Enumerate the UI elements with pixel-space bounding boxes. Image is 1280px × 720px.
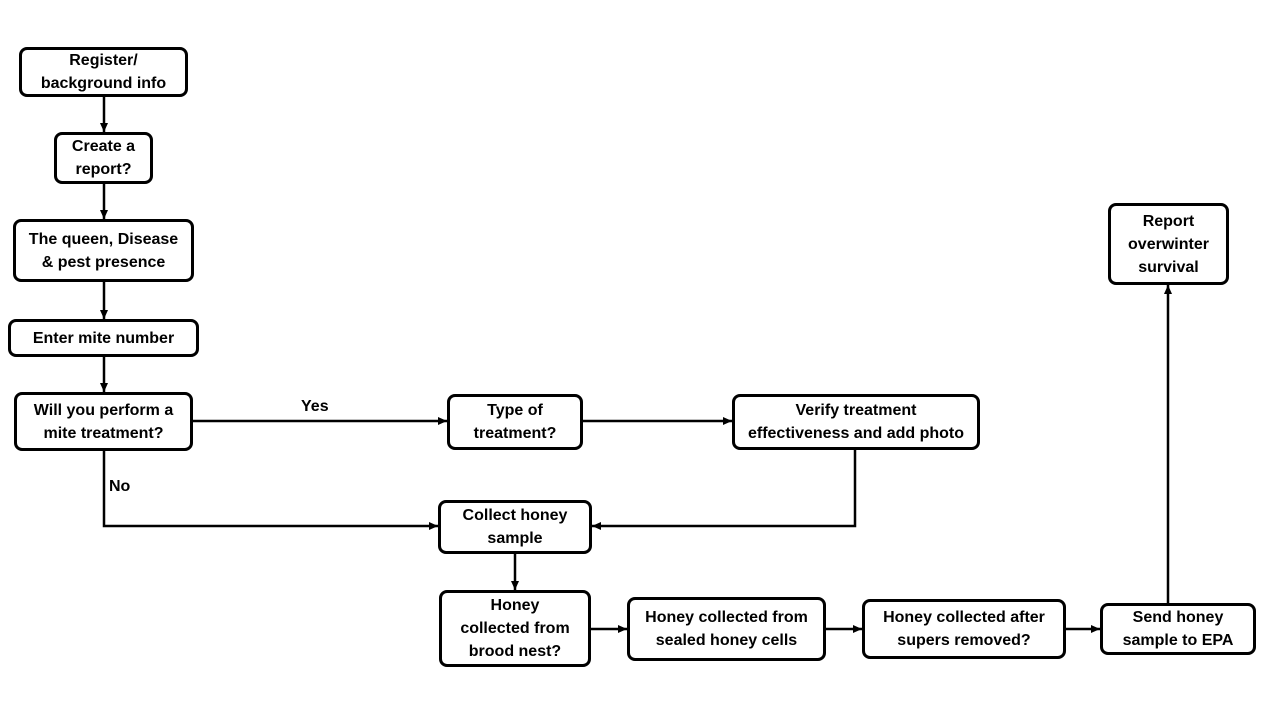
node-brood-nest: Honey collected from brood nest? [439, 590, 591, 667]
node-mite-number: Enter mite number [8, 319, 199, 357]
edge-treatment-to-collect-no [102, 450, 438, 530]
node-sealed-cells-label: Honey collected from sealed honey cells [645, 609, 808, 649]
node-overwinter-label: Report overwinter survival [1128, 212, 1209, 276]
node-brood-nest-label: Honey collected from brood nest? [460, 597, 570, 660]
node-supers-removed: Honey collected after supers removed? [862, 599, 1066, 659]
node-treatment-type: Type of treatment? [447, 394, 583, 450]
edge-label-yes: Yes [301, 398, 329, 415]
node-send-epa: Send honey sample to EPA [1100, 603, 1256, 655]
node-create-report: Create a report? [54, 132, 153, 184]
node-mite-treatment-label: Will you perform a mite treatment? [33, 401, 174, 442]
node-register: Register/ background info [19, 47, 188, 97]
node-mite-treatment: Will you perform a mite treatment? [14, 392, 193, 451]
node-sealed-cells: Honey collected from sealed honey cells [627, 597, 826, 661]
node-collect-honey-label: Collect honey sample [462, 507, 568, 547]
node-collect-honey: Collect honey sample [438, 500, 592, 554]
node-overwinter: Report overwinter survival [1108, 203, 1229, 285]
node-queen-disease-label: The queen, Disease & pest presence [28, 230, 179, 271]
node-queen-disease: The queen, Disease & pest presence [13, 219, 194, 282]
edge-label-no: No [109, 478, 131, 495]
node-treatment-type-label: Type of treatment? [473, 402, 557, 442]
node-register-label: Register/ background info [40, 52, 167, 92]
node-create-report-label: Create a report? [71, 138, 136, 178]
node-verify-treatment-label: Verify treatment effectiveness and add p… [747, 402, 965, 442]
node-supers-removed-label: Honey collected after supers removed? [883, 609, 1045, 649]
node-verify-treatment: Verify treatment effectiveness and add p… [732, 394, 980, 450]
node-mite-number-label: Enter mite number [32, 329, 175, 347]
edge-verify-to-collect [592, 449, 857, 530]
node-send-epa-label: Send honey sample to EPA [1122, 609, 1234, 649]
